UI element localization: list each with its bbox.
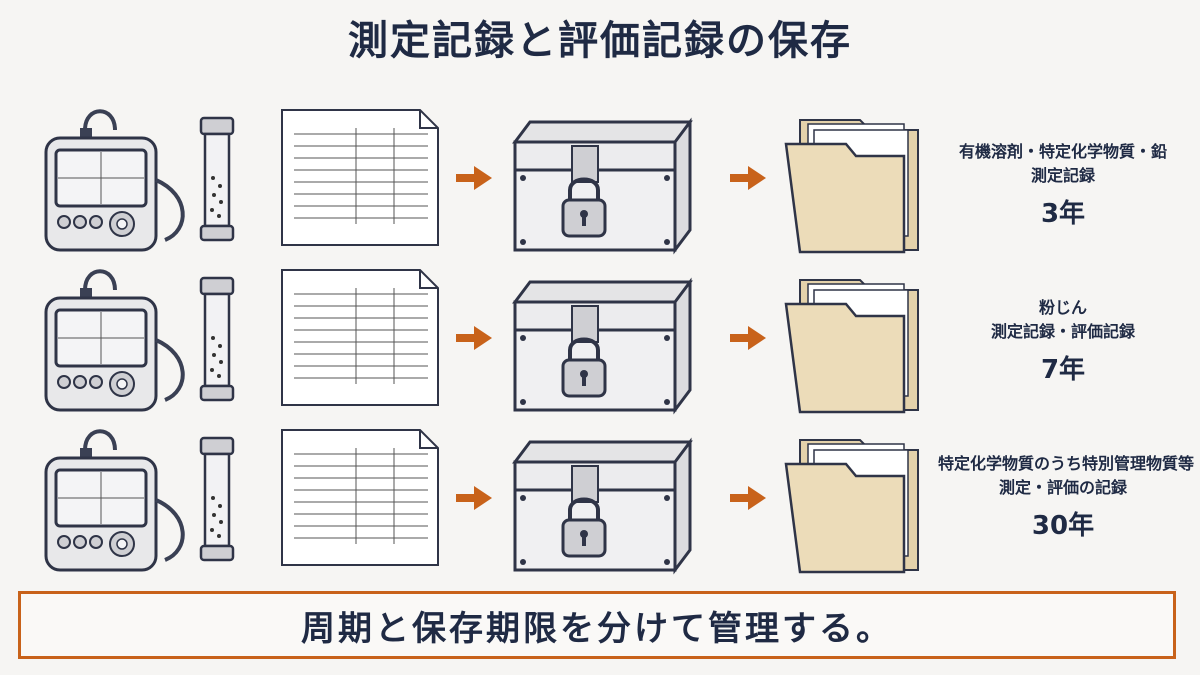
measuring-device-icon	[44, 109, 185, 252]
target-label: 特定化学物質のうち特別管理物質等	[938, 454, 1195, 473]
row-illustration	[44, 109, 919, 255]
folder-icon	[784, 279, 919, 414]
arrow-right-icon	[456, 166, 492, 190]
arrow-right-icon	[730, 326, 766, 350]
arrow-right-icon	[730, 166, 766, 190]
retention-info: 特定化学物質のうち特別管理物質等 測定・評価の記録 30年	[938, 452, 1195, 546]
retention-row: 有機溶剤・特定化学物質・鉛 測定記録 3年	[0, 100, 1200, 260]
arrow-right-icon	[730, 486, 766, 510]
locked-box-icon	[512, 277, 693, 415]
row-illustration	[44, 269, 919, 415]
record-type-label: 測定記録・評価記録	[990, 322, 1135, 341]
document-icon	[281, 269, 439, 406]
document-icon	[281, 429, 439, 566]
locked-box-icon	[512, 117, 693, 255]
folder-icon	[784, 439, 919, 574]
record-type-label: 測定記録	[1030, 166, 1095, 185]
measuring-device-icon	[44, 429, 185, 572]
locked-box-icon	[512, 437, 693, 575]
page-title: 測定記録と評価記録の保存	[348, 18, 852, 64]
arrow-right-icon	[456, 326, 492, 350]
retention-info: 粉じん 測定記録・評価記録 7年	[938, 296, 1188, 390]
folder-icon	[784, 119, 919, 254]
target-label: 有機溶剤・特定化学物質・鉛	[958, 142, 1167, 161]
arrow-right-icon	[456, 486, 492, 510]
retention-years: 30年	[1031, 511, 1095, 541]
retention-row: 粉じん 測定記録・評価記録 7年	[0, 260, 1200, 420]
record-type-label: 測定・評価の記録	[998, 478, 1127, 497]
summary-banner: 周期と保存期限を分けて管理する。	[18, 591, 1176, 659]
target-label: 粉じん	[1038, 298, 1087, 317]
sample-tube-icon	[199, 116, 235, 242]
retention-info: 有機溶剤・特定化学物質・鉛 測定記録 3年	[938, 140, 1188, 234]
sample-tube-icon	[199, 436, 235, 562]
sample-tube-icon	[199, 276, 235, 402]
retention-years: 7年	[1040, 355, 1086, 385]
retention-years: 3年	[1040, 199, 1086, 229]
measuring-device-icon	[44, 269, 185, 412]
row-illustration	[44, 429, 919, 575]
retention-row: 特定化学物質のうち特別管理物質等 測定・評価の記録 30年	[0, 420, 1200, 580]
document-icon	[281, 109, 439, 246]
